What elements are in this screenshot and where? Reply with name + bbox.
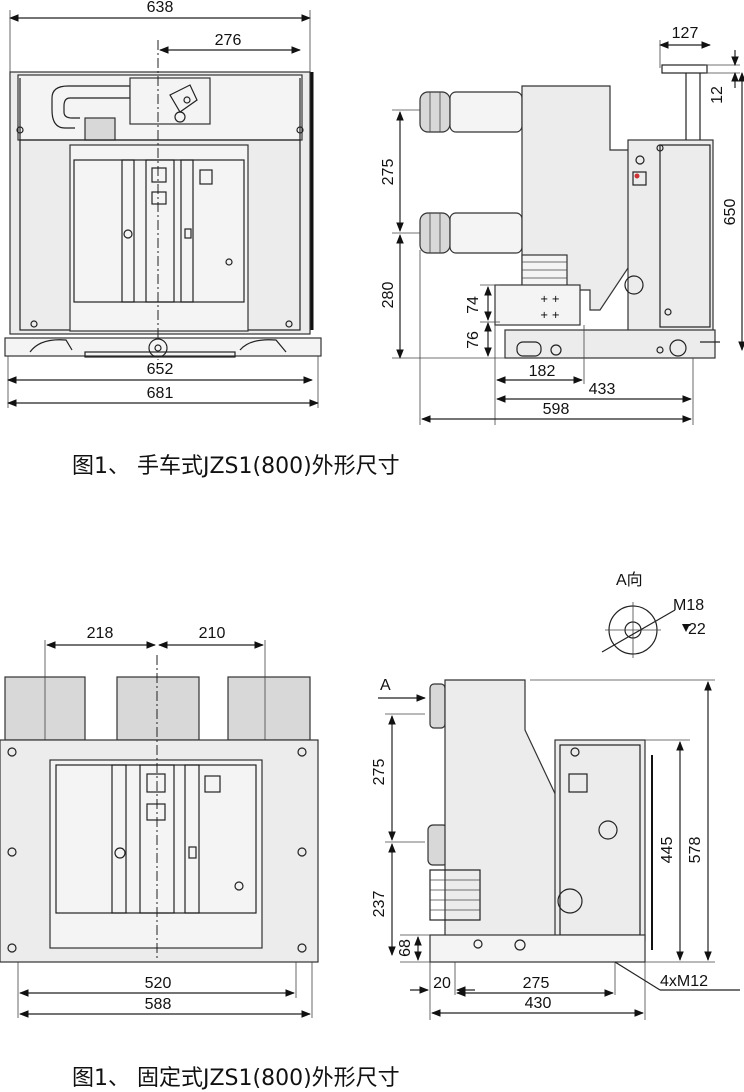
position-indicator-2 (568, 773, 588, 793)
dim-218: 218 (87, 625, 114, 642)
truck-frame (494, 284, 581, 326)
dim-182: 182 (529, 363, 556, 380)
dim-430: 430 (525, 995, 552, 1012)
mechanism-box (627, 139, 714, 333)
position-indicator (632, 171, 647, 186)
lower-contact-arm (419, 212, 451, 254)
dim-74: 74 (465, 296, 482, 314)
fixed-mechanism-box (554, 739, 646, 941)
fig1-front-view: 638 276 (4, 0, 322, 408)
a-view-label: A向 (616, 571, 643, 589)
figure1-caption: 图1、 手车式JZS1(800)外形尺寸 (72, 454, 400, 479)
dim-681: 681 (147, 385, 174, 402)
dim-20: 20 (433, 975, 451, 992)
mechanism-cam (169, 84, 198, 113)
fixed-base (429, 934, 646, 963)
dim-650: 650 (722, 199, 739, 226)
dim-445: 445 (659, 837, 676, 864)
upper-contact-arm (419, 91, 451, 133)
dim-127: 127 (672, 25, 699, 42)
operating-mechanism (129, 77, 211, 125)
breaker-front-panel (69, 144, 249, 332)
dim-76: 76 (465, 331, 482, 349)
dim-276: 276 (215, 32, 242, 49)
bushing-centre (116, 676, 200, 741)
dim-275-a: 275 (380, 159, 397, 186)
dim-237: 237 (371, 891, 388, 918)
dim-652: 652 (147, 361, 174, 378)
dim-12: 12 (709, 86, 726, 104)
svg-text:+ +: + + (540, 310, 560, 321)
fixed-front-panel (49, 759, 263, 949)
dim-280: 280 (380, 282, 397, 309)
arrow-a-label: A (380, 677, 391, 694)
indicator-window (151, 167, 167, 183)
figure2-caption: 图1、 固定式JZS1(800)外形尺寸 (72, 1066, 400, 1091)
fig1-side-view: + + + + 127 12 650 275 280 74 76 (380, 25, 744, 425)
bolts-4xm12: 4xM12 (660, 973, 708, 990)
fixed-pole-housing (444, 679, 559, 941)
truck-wheel (669, 339, 687, 357)
dim-433: 433 (589, 381, 616, 398)
dim-275-c: 275 (371, 759, 388, 786)
dim-520: 520 (145, 975, 172, 992)
fig2-side-view: A向 M18 22 A 275 (371, 571, 740, 1020)
dim-68: 68 (397, 939, 414, 957)
svg-text:+ +: + + (540, 294, 560, 305)
handle-base (84, 117, 116, 141)
depth-22: 22 (688, 621, 706, 638)
dim-598: 598 (543, 401, 570, 418)
bushing-right (227, 676, 311, 741)
dim-638: 638 (147, 0, 174, 16)
dim-210: 210 (199, 625, 226, 642)
fig2-front-view: 218 210 520 588 (0, 625, 319, 1018)
dim-588: 588 (145, 996, 172, 1013)
dim-578: 578 (687, 837, 704, 864)
dim-275-d: 275 (523, 975, 550, 992)
thread-m18: M18 (673, 597, 704, 614)
